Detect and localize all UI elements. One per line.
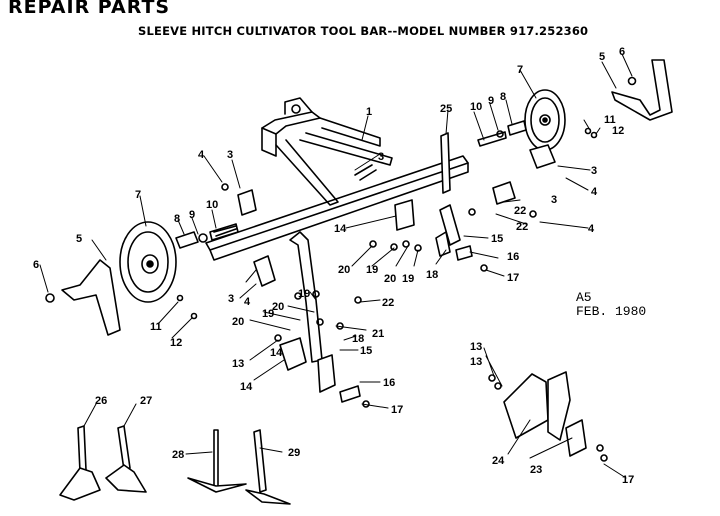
callout-13: 13 xyxy=(232,358,244,370)
callout-17: 17 xyxy=(507,272,519,284)
right-shank xyxy=(369,199,488,272)
callout-28: 28 xyxy=(172,449,184,461)
callout-11: 11 xyxy=(150,321,162,333)
callout-14: 14 xyxy=(240,381,253,393)
callout-3: 3 xyxy=(228,293,234,305)
plow-shovel-26 xyxy=(59,425,101,501)
callout-12: 12 xyxy=(612,125,624,137)
right-gauge-wheel xyxy=(524,89,566,151)
callout-4: 4 xyxy=(198,149,205,161)
callout-8: 8 xyxy=(174,213,180,225)
revision-date: FEB. 1980 xyxy=(576,304,647,319)
callout-21: 21 xyxy=(372,328,384,340)
left-axle xyxy=(175,223,239,249)
right-clamp xyxy=(468,181,537,218)
hiller-assembly xyxy=(488,371,608,462)
callout-17: 17 xyxy=(622,474,634,486)
left-shank xyxy=(253,231,370,408)
callout-26: 26 xyxy=(95,395,107,407)
callout-25: 25 xyxy=(440,103,452,115)
callout-9: 9 xyxy=(488,95,494,107)
callout-22: 22 xyxy=(382,297,394,309)
left-bracket xyxy=(221,183,257,216)
callout-9: 9 xyxy=(189,209,195,221)
callout-15: 15 xyxy=(491,233,503,245)
callout-5: 5 xyxy=(599,51,605,63)
revision-code: A5 xyxy=(576,290,592,305)
callout-labels: 1 3 3 3 3 3 4 4 4 4 5 5 6 6 7 7 8 8 9 9 … xyxy=(33,46,634,486)
left-bolt-11 xyxy=(176,294,184,302)
callout-13: 13 xyxy=(470,341,482,353)
callout-11: 11 xyxy=(604,114,616,126)
callout-3: 3 xyxy=(227,149,233,161)
diagram-subtitle: SLEEVE HITCH CULTIVATOR TOOL BAR--MODEL … xyxy=(138,24,589,38)
callout-1: 1 xyxy=(366,106,372,118)
callout-13: 13 xyxy=(470,356,482,368)
callout-19: 19 xyxy=(366,264,378,276)
revision-block: A5 FEB. 1980 xyxy=(576,291,646,319)
callout-19: 19 xyxy=(262,308,274,320)
left-gauge-wheel xyxy=(119,221,177,303)
callout-19: 19 xyxy=(402,273,414,285)
right-bolt-12 xyxy=(590,131,598,139)
left-bolt-12 xyxy=(190,312,198,320)
callout-17: 17 xyxy=(391,404,403,416)
callout-20: 20 xyxy=(338,264,350,276)
right-bracket xyxy=(529,144,556,169)
sleeve-post xyxy=(440,132,451,194)
callout-4: 4 xyxy=(591,186,598,198)
leader-lines xyxy=(39,53,633,479)
callout-20: 20 xyxy=(272,301,284,313)
callout-16: 16 xyxy=(507,251,519,263)
right-nut xyxy=(627,76,637,86)
left-wheel-arm xyxy=(61,259,121,336)
callout-6: 6 xyxy=(619,46,625,58)
callout-18: 18 xyxy=(426,269,438,281)
callout-20: 20 xyxy=(384,273,396,285)
sweep-29 xyxy=(245,429,291,505)
plow-shovel-27 xyxy=(105,425,147,493)
callout-16: 16 xyxy=(383,377,395,389)
callout-4: 4 xyxy=(244,296,251,308)
callout-7: 7 xyxy=(517,64,523,76)
left-nut xyxy=(45,293,55,303)
callout-10: 10 xyxy=(206,199,218,211)
callout-20: 20 xyxy=(232,316,244,328)
callout-3: 3 xyxy=(591,165,597,177)
callout-22: 22 xyxy=(514,205,526,217)
callout-15: 15 xyxy=(360,345,372,357)
callout-10: 10 xyxy=(470,101,482,113)
hitch-frame xyxy=(261,97,393,206)
callout-22: 22 xyxy=(516,221,528,233)
callout-14: 14 xyxy=(270,347,283,359)
tool-bar xyxy=(205,155,469,261)
right-bolt-11 xyxy=(584,127,592,135)
page-title: REPAIR PARTS xyxy=(8,0,171,18)
callout-19: 19 xyxy=(298,288,310,300)
callout-12: 12 xyxy=(170,337,182,349)
callout-27: 27 xyxy=(140,395,152,407)
callout-3: 3 xyxy=(551,194,557,206)
right-wheel-arm xyxy=(611,59,673,121)
callout-23: 23 xyxy=(530,464,542,476)
right-axle xyxy=(477,120,527,147)
callout-24: 24 xyxy=(492,455,505,467)
callout-29: 29 xyxy=(288,447,300,459)
callout-18: 18 xyxy=(352,333,364,345)
callout-14: 14 xyxy=(334,223,347,235)
callout-7: 7 xyxy=(135,189,141,201)
callout-3: 3 xyxy=(378,151,384,163)
callout-6: 6 xyxy=(33,259,39,271)
callout-4: 4 xyxy=(588,223,595,235)
callout-8: 8 xyxy=(500,91,506,103)
sweep-28 xyxy=(187,429,247,493)
callout-5: 5 xyxy=(76,233,82,245)
